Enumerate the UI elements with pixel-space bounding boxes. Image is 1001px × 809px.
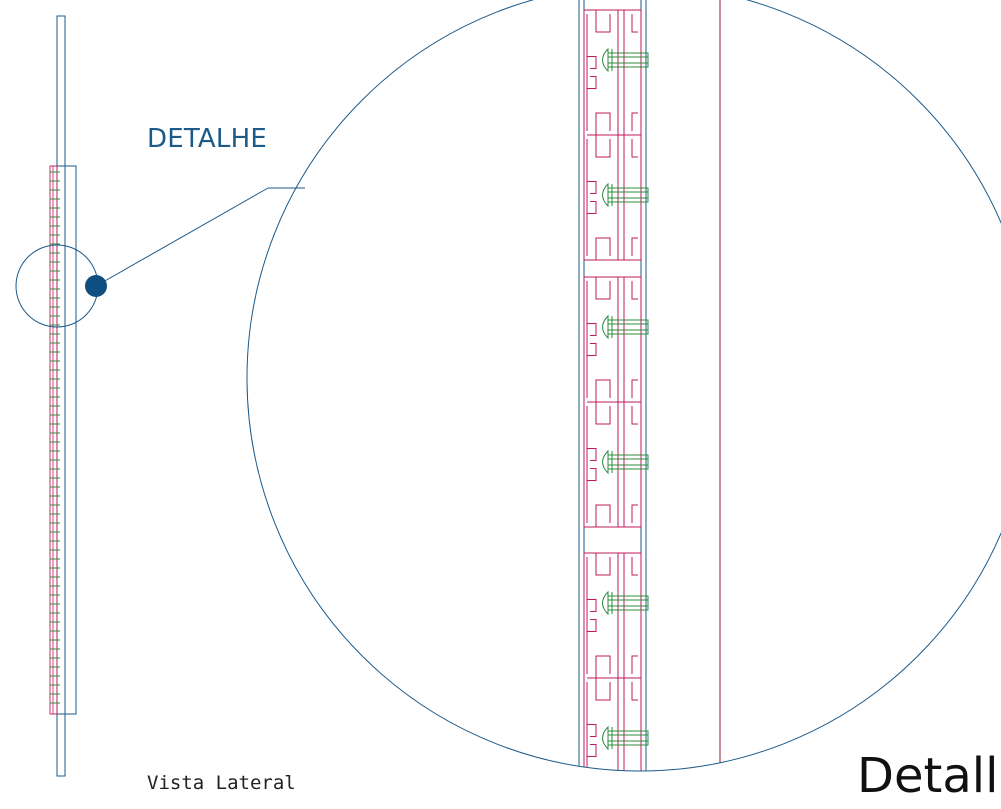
detail-view-label: Detall (857, 748, 999, 804)
screw (602, 47, 649, 73)
profile-cell (586, 553, 638, 678)
profile-cell (586, 10, 638, 135)
screws (602, 47, 649, 751)
detail-circle (246, 0, 1001, 772)
screw-head (602, 47, 609, 73)
detail-leader-dot (85, 275, 107, 297)
profile-cell (586, 277, 638, 402)
screw-head (602, 725, 609, 751)
screw (602, 590, 649, 616)
detail-leader (95, 187, 305, 287)
screw (602, 182, 649, 208)
screw-shank (607, 454, 649, 470)
screw-shank (607, 730, 649, 746)
side-view-profile-strip (49, 165, 58, 715)
screw-shank (607, 187, 649, 203)
screw (602, 449, 649, 475)
side-view-label: Vista Lateral (147, 772, 296, 794)
screw-head (602, 590, 609, 616)
screw-head (602, 314, 609, 340)
profile-modules (583, 9, 642, 771)
side-view (15, 15, 99, 777)
screw-shank (607, 52, 649, 68)
screw-head (602, 182, 609, 208)
screw-head (602, 449, 609, 475)
detail-panels (578, 0, 647, 771)
detail-view (578, 0, 721, 771)
side-view-screw-ticks (50, 171, 60, 704)
side-view-back-panel (56, 15, 66, 777)
screw-shank (607, 595, 649, 611)
screw-shank (607, 319, 649, 335)
screw (602, 725, 649, 751)
detail-callout-label: DETALHE (147, 124, 267, 154)
screw (602, 314, 649, 340)
